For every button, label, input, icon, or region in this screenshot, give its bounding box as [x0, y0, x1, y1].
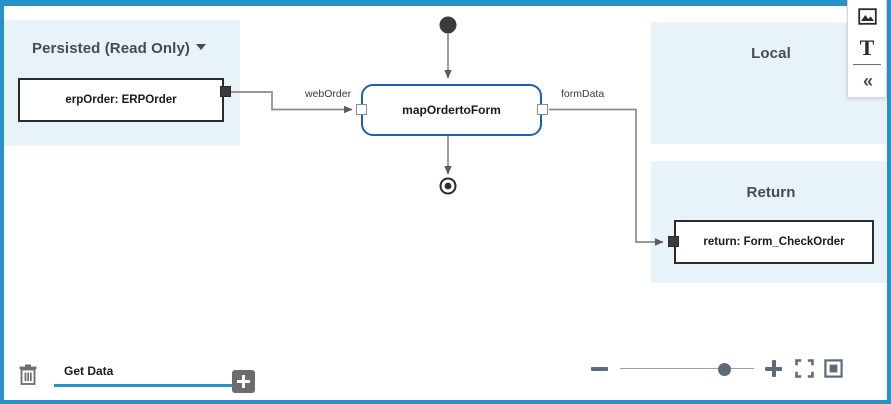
text-icon-glyph: T	[859, 35, 875, 60]
zoom-in-icon[interactable]	[764, 359, 783, 378]
panel-local-title: Local	[751, 45, 791, 62]
window-frame-left	[0, 0, 4, 404]
fullscreen-icon[interactable]	[795, 359, 814, 378]
end-node-center-icon	[444, 182, 452, 190]
collapse-chevrons-glyph: «	[862, 71, 873, 91]
port-return-in[interactable]	[668, 236, 679, 247]
edge-label-form-data: formData	[561, 88, 605, 100]
tab-get-data[interactable]: Get Data	[54, 360, 234, 387]
image-icon[interactable]	[848, 0, 886, 32]
fit-to-frame-icon[interactable]	[824, 359, 843, 378]
zoom-out-icon[interactable]	[591, 366, 608, 371]
edge-label-web-order: webOrder	[305, 88, 352, 100]
collapse-chevrons-icon[interactable]: «	[848, 65, 886, 97]
zoom-slider[interactable]	[620, 362, 754, 376]
zoom-slider-track	[620, 367, 754, 370]
zoom-slider-thumb[interactable]	[718, 362, 731, 376]
right-toolbar: T «	[847, 0, 887, 98]
diagram-canvas[interactable]: Persisted (Read Only) Local Return	[4, 6, 887, 400]
zoom-controls	[591, 359, 843, 378]
panel-persisted-title-text: Persisted (Read Only)	[32, 40, 190, 57]
port-form-data-out[interactable]	[537, 104, 548, 115]
window-frame-right	[887, 0, 891, 404]
node-map-order-to-form[interactable]: mapOrdertoForm	[361, 84, 542, 136]
toolbar-divider	[853, 64, 881, 65]
edge-form-data[interactable]	[549, 108, 664, 246]
end-node-ring-icon[interactable]	[439, 177, 457, 195]
node-erp-order[interactable]: erpOrder: ERPOrder	[18, 78, 224, 122]
start-node-icon[interactable]	[439, 16, 457, 34]
chevron-down-icon[interactable]	[195, 44, 206, 50]
window-frame-top	[0, 0, 891, 6]
text-icon[interactable]: T	[848, 32, 886, 64]
bottom-toolbar: Get Data	[4, 352, 887, 400]
port-erp-order-out[interactable]	[220, 86, 231, 97]
panel-return-title: Return	[746, 184, 796, 201]
panel-persisted-title: Persisted (Read Only)	[4, 40, 240, 57]
trash-icon[interactable]	[18, 364, 38, 391]
node-return-object[interactable]: return: Form_CheckOrder	[674, 220, 874, 264]
add-tab-button[interactable]	[232, 370, 255, 393]
window-frame-bottom	[0, 400, 891, 404]
port-web-order-in[interactable]	[356, 104, 367, 115]
